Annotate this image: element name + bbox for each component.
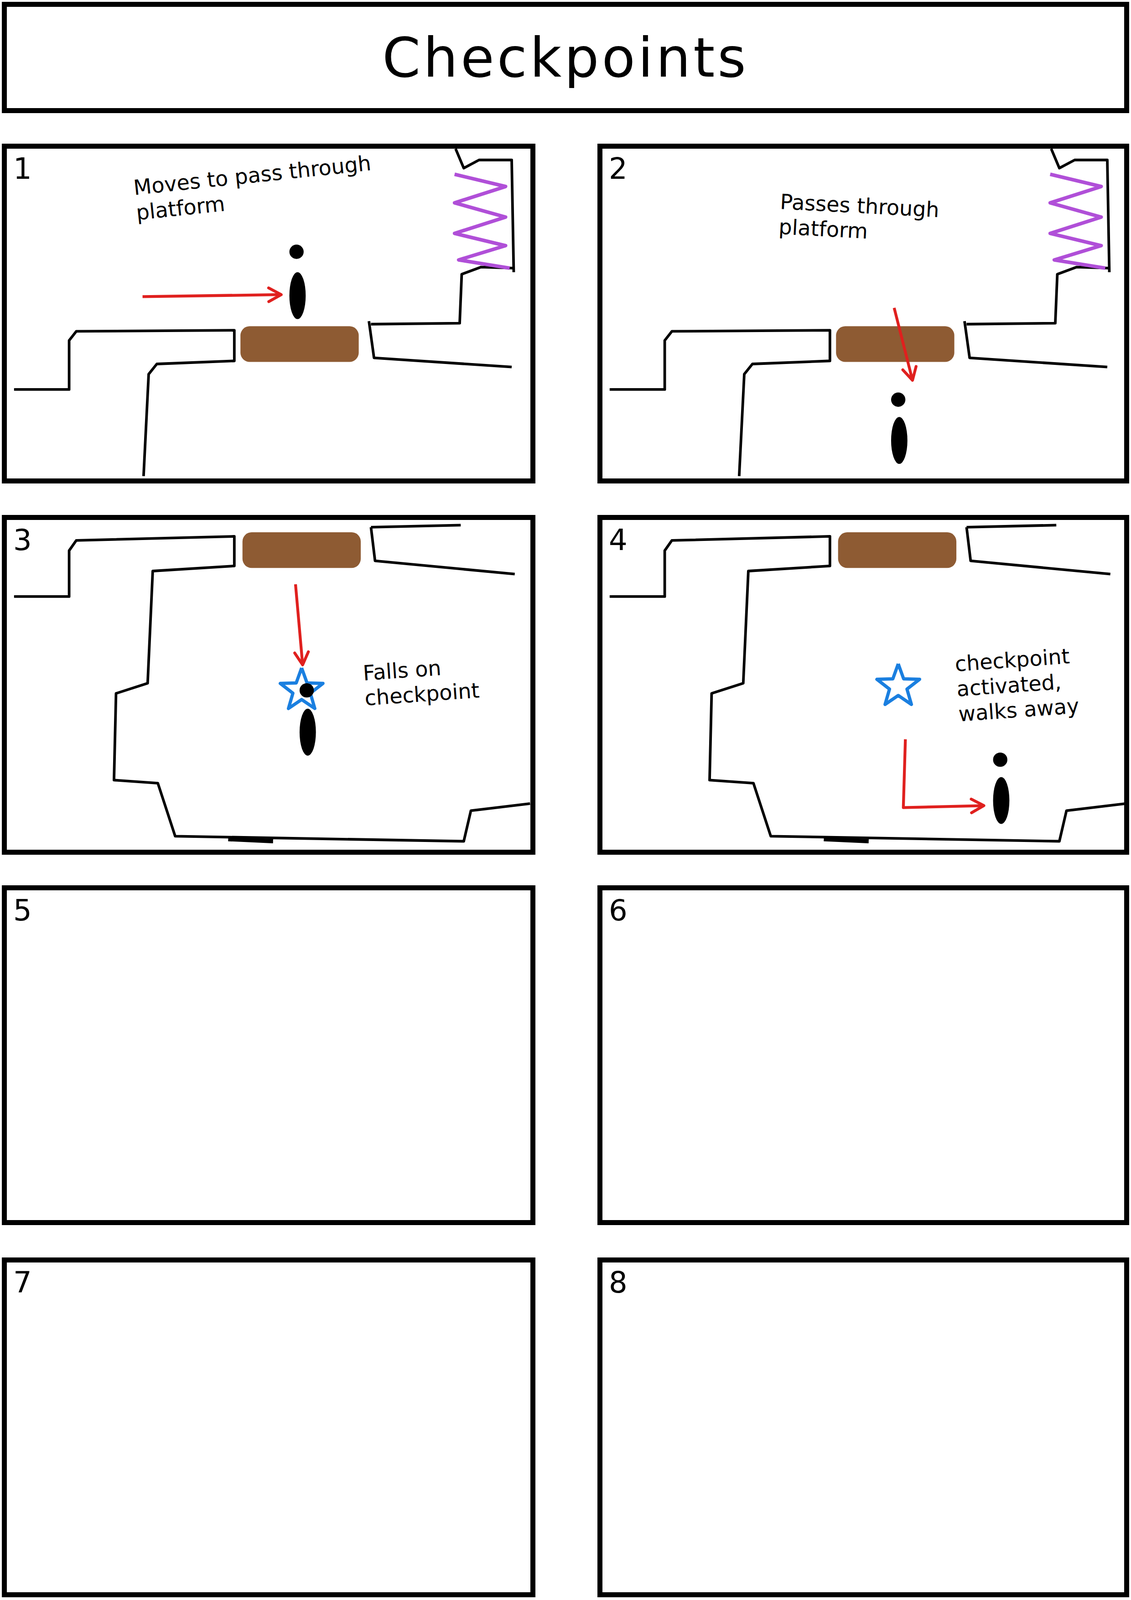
level-wall: [14, 536, 530, 842]
level-wall: [368, 321, 512, 368]
panel-number: 7: [13, 1265, 32, 1301]
player-body: [299, 708, 317, 756]
passthrough-platform: [240, 326, 359, 362]
storyboard-panel: 4 checkpoint activated, walks away: [597, 514, 1130, 855]
storyboard-panel: 1 Moves to pass through platform: [1, 143, 536, 484]
arrow-head: [268, 287, 282, 302]
motion-arrow: [142, 294, 282, 297]
arrow-head: [971, 798, 985, 813]
panel-illustration: [1, 885, 536, 1225]
player-body: [993, 777, 1010, 825]
storyboard-panel: 2Passes through platform: [597, 143, 1130, 484]
passthrough-platform: [242, 532, 361, 568]
panel-illustration: [597, 1257, 1130, 1598]
level-wall: [370, 527, 515, 575]
panel-note: Passes through platform: [778, 189, 972, 250]
player-head: [299, 683, 314, 698]
player-body: [891, 416, 908, 464]
level-wall: [823, 839, 869, 841]
level-wall: [966, 527, 1111, 575]
level-wall: [228, 839, 273, 841]
motion-arrow: [295, 584, 303, 665]
player-body: [289, 272, 307, 320]
storyboard-panel: 5: [1, 885, 536, 1225]
level-wall: [609, 536, 1126, 842]
panel-illustration: [1, 1257, 536, 1598]
motion-arrow: [903, 739, 985, 808]
passthrough-platform: [835, 326, 955, 362]
storyboard-panel: 7: [1, 1257, 536, 1598]
level-wall: [370, 267, 514, 325]
level-wall: [964, 321, 1108, 368]
checkpoint-star: [280, 667, 324, 709]
panel-note: Falls on checkpoint: [362, 649, 521, 711]
title-box: Checkpoints: [1, 1, 1130, 114]
player-head: [993, 752, 1008, 767]
title: Checkpoints: [382, 25, 749, 90]
panel-number: 3: [13, 522, 32, 558]
level-wall: [14, 330, 235, 477]
storyboard-panel: 6: [597, 885, 1130, 1225]
hazard-zigzag: [454, 174, 510, 269]
panel-note: Moves to pass through platform: [132, 145, 428, 226]
passthrough-platform: [838, 532, 957, 568]
level-wall: [966, 524, 1057, 527]
level-wall: [609, 330, 831, 477]
panel-number: 2: [608, 151, 628, 187]
player-head: [891, 392, 906, 407]
panel-number: 5: [13, 892, 32, 929]
storyboard-panel: 8: [597, 1257, 1130, 1598]
panel-number: 1: [13, 151, 32, 187]
hazard-zigzag: [1050, 174, 1106, 269]
panel-number: 4: [608, 522, 628, 558]
panel-number: 8: [608, 1265, 628, 1301]
arrow-head: [902, 366, 917, 380]
panel-number: 6: [608, 892, 628, 929]
player-head: [289, 244, 304, 259]
arrow-head: [294, 651, 309, 665]
checkpoint-star: [876, 663, 920, 705]
storyboard-panel: 3Falls on checkpoint: [1, 514, 536, 855]
level-wall: [966, 267, 1110, 325]
level-wall: [370, 524, 461, 527]
panel-note: checkpoint activated, walks away: [954, 640, 1119, 728]
panel-illustration: [597, 885, 1130, 1225]
